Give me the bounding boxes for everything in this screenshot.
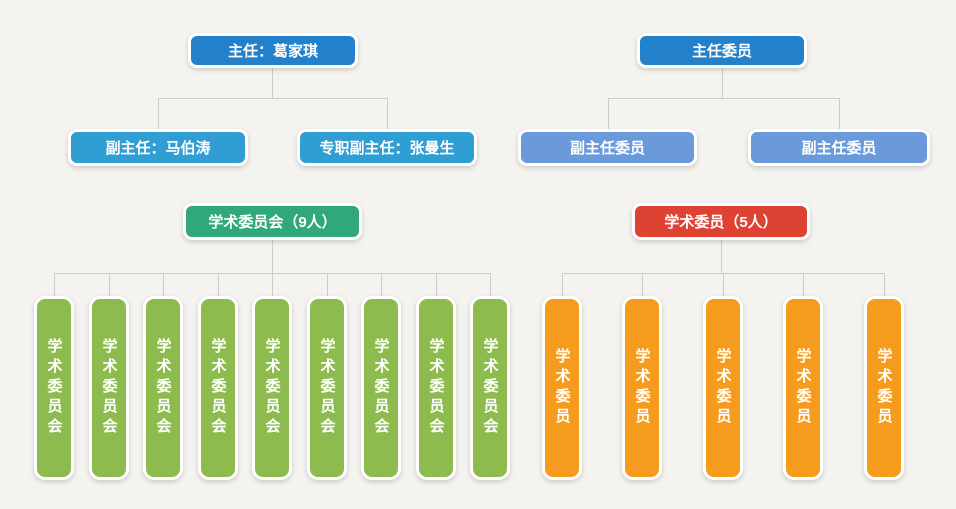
column-academic-committee: 学术委员会 [34, 296, 74, 480]
connector-drop [163, 273, 164, 296]
connector-drop [327, 273, 328, 296]
connector-drop [490, 273, 491, 296]
column-academic-committee: 学术委员会 [470, 296, 510, 480]
column-academic-committee: 学术委员会 [307, 296, 347, 480]
column-academic-committee: 学术委员会 [416, 296, 456, 480]
column-academic-committee: 学术委员会 [89, 296, 129, 480]
column-academic-committee: 学术委员会 [143, 296, 183, 480]
connector-drop [562, 273, 563, 296]
connector-stem [272, 240, 273, 273]
column-academic-member: 学术委员 [783, 296, 823, 480]
column-academic-committee: 学术委员会 [252, 296, 292, 480]
connector-bus [158, 98, 388, 99]
connector-drop [884, 273, 885, 296]
connector-drop [158, 98, 159, 129]
connector-drop [803, 273, 804, 296]
connector-drop [723, 273, 724, 296]
connector-stem [721, 240, 722, 273]
node-chairman: 主任委员 [637, 33, 807, 68]
column-academic-member: 学术委员 [703, 296, 743, 480]
column-academic-member: 学术委员 [622, 296, 662, 480]
connector-drop [436, 273, 437, 296]
column-academic-member: 学术委员 [542, 296, 582, 480]
node-academic-committee-header: 学术委员会（9人） [183, 203, 362, 240]
node-academic-member-header: 学术委员（5人） [632, 203, 810, 240]
node-deputy-director: 副主任：马伯涛 [68, 129, 248, 166]
connector-bus [608, 98, 839, 99]
column-academic-committee: 学术委员会 [198, 296, 238, 480]
node-director: 主任：葛家琪 [188, 33, 358, 68]
connector-drop [109, 273, 110, 296]
connector-drop [272, 273, 273, 296]
connector-drop [839, 98, 840, 129]
connector-drop [642, 273, 643, 296]
connector-stem [722, 68, 723, 98]
connector-drop [387, 98, 388, 129]
column-academic-member: 学术委员 [864, 296, 904, 480]
connector-drop [54, 273, 55, 296]
node-fulltime-deputy-director: 专职副主任：张曼生 [297, 129, 477, 166]
node-vice-chairman-2: 副主任委员 [748, 129, 930, 166]
connector-drop [381, 273, 382, 296]
column-academic-committee: 学术委员会 [361, 296, 401, 480]
connector-drop [218, 273, 219, 296]
connector-stem [272, 68, 273, 98]
connector-drop [608, 98, 609, 129]
node-vice-chairman-1: 副主任委员 [518, 129, 697, 166]
